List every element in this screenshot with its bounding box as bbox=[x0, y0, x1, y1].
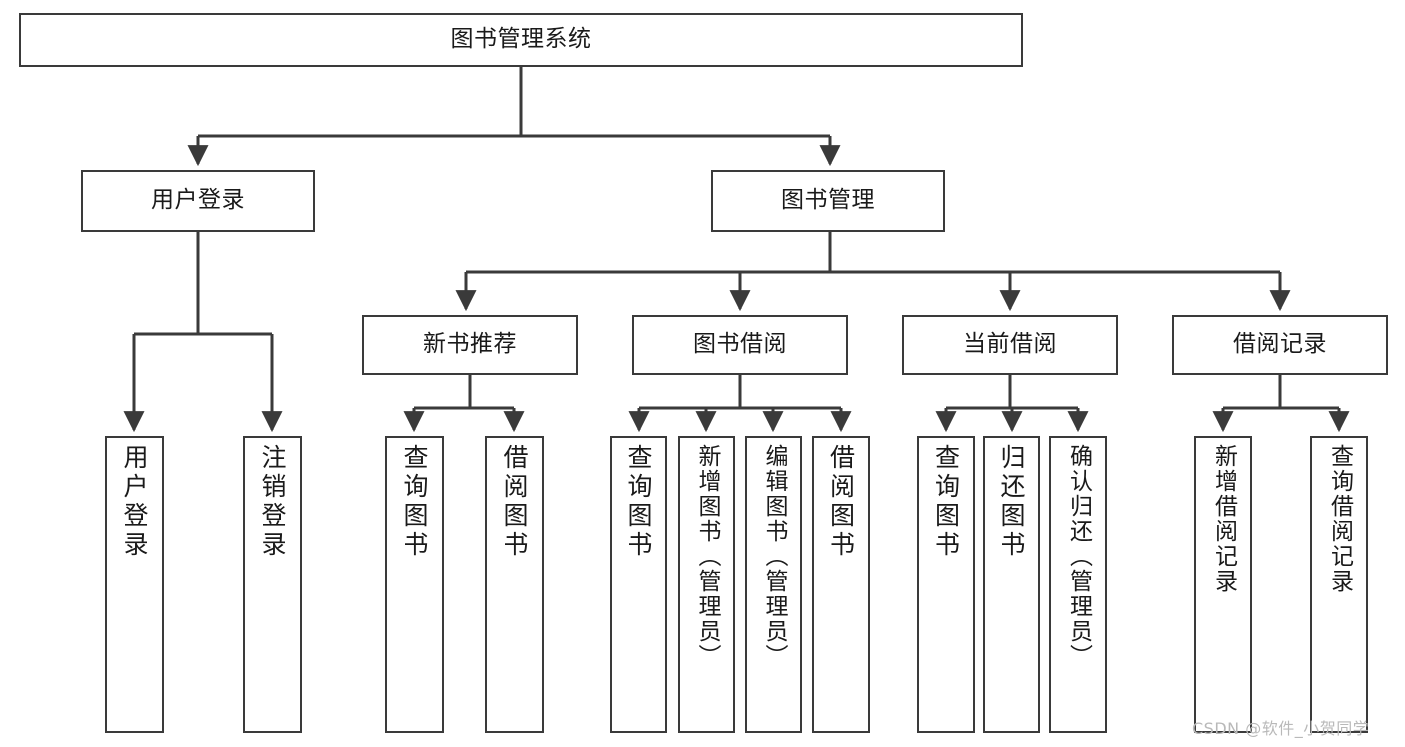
node-leaf-query-borrow-record[interactable]: 查询借阅记录 bbox=[1310, 436, 1368, 733]
node-leaf-query-book-3[interactable]: 查询图书 bbox=[917, 436, 975, 733]
node-new-book-recommend-label: 新书推荐 bbox=[423, 331, 517, 358]
node-new-book-recommend[interactable]: 新书推荐 bbox=[362, 315, 578, 375]
node-leaf-query-borrow-record-label: 查询借阅记录 bbox=[1326, 444, 1353, 594]
node-current-borrow[interactable]: 当前借阅 bbox=[902, 315, 1118, 375]
node-leaf-query-book-2[interactable]: 查询图书 bbox=[610, 436, 667, 733]
node-leaf-logout-label: 注销登录 bbox=[258, 444, 287, 560]
node-leaf-borrow-book-1[interactable]: 借阅图书 bbox=[485, 436, 544, 733]
node-book-borrow[interactable]: 图书借阅 bbox=[632, 315, 848, 375]
node-leaf-borrow-book-1-label: 借阅图书 bbox=[500, 444, 529, 560]
node-leaf-user-login-label: 用户登录 bbox=[120, 444, 149, 560]
node-book-manage[interactable]: 图书管理 bbox=[711, 170, 945, 232]
node-user-login[interactable]: 用户登录 bbox=[81, 170, 315, 232]
node-leaf-edit-book-admin[interactable]: 编辑图书（管理员） bbox=[745, 436, 802, 733]
node-leaf-return-book-label: 归还图书 bbox=[997, 444, 1026, 560]
node-leaf-add-borrow-record-label: 新增借阅记录 bbox=[1210, 444, 1237, 594]
csdn-watermark: CSDN @软件_小贺同学 bbox=[1192, 719, 1370, 738]
node-leaf-borrow-book-2-label: 借阅图书 bbox=[826, 444, 856, 560]
node-leaf-query-book-3-label: 查询图书 bbox=[931, 444, 961, 560]
node-current-borrow-label: 当前借阅 bbox=[963, 331, 1057, 358]
node-leaf-borrow-book-2[interactable]: 借阅图书 bbox=[812, 436, 870, 733]
node-borrow-record-label: 借阅记录 bbox=[1233, 331, 1327, 358]
node-leaf-add-borrow-record[interactable]: 新增借阅记录 bbox=[1194, 436, 1252, 733]
node-leaf-logout[interactable]: 注销登录 bbox=[243, 436, 302, 733]
node-user-login-label: 用户登录 bbox=[151, 187, 245, 214]
node-leaf-add-book-admin-label: 新增图书（管理员） bbox=[694, 444, 720, 669]
node-leaf-add-book-admin[interactable]: 新增图书（管理员） bbox=[678, 436, 735, 733]
node-leaf-return-book[interactable]: 归还图书 bbox=[983, 436, 1040, 733]
node-leaf-query-book-1[interactable]: 查询图书 bbox=[385, 436, 444, 733]
node-leaf-confirm-return-admin-label: 确认归还（管理员） bbox=[1065, 444, 1092, 669]
node-leaf-query-book-2-label: 查询图书 bbox=[624, 444, 653, 560]
node-book-borrow-label: 图书借阅 bbox=[693, 331, 787, 358]
node-root[interactable]: 图书管理系统 bbox=[19, 13, 1023, 67]
node-book-manage-label: 图书管理 bbox=[781, 187, 875, 214]
node-leaf-edit-book-admin-label: 编辑图书（管理员） bbox=[761, 444, 787, 669]
node-root-label: 图书管理系统 bbox=[450, 26, 592, 53]
node-leaf-confirm-return-admin[interactable]: 确认归还（管理员） bbox=[1049, 436, 1107, 733]
node-leaf-query-book-1-label: 查询图书 bbox=[400, 444, 429, 560]
node-borrow-record[interactable]: 借阅记录 bbox=[1172, 315, 1388, 375]
node-leaf-user-login[interactable]: 用户登录 bbox=[105, 436, 164, 733]
